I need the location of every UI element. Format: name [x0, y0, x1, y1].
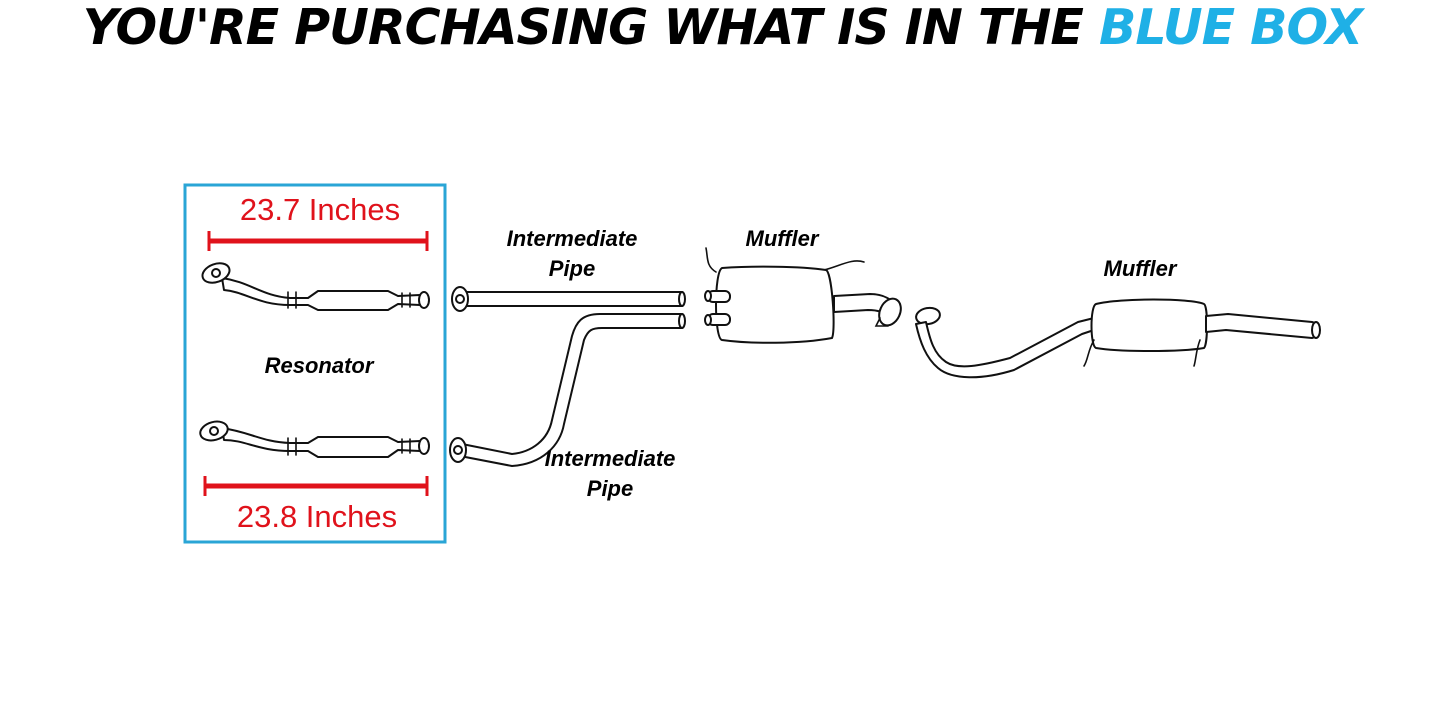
headline: YOU'RE PURCHASING WHAT IS IN THE BLUE BO… [0, 0, 1445, 60]
muffler-rear [915, 298, 1321, 379]
muffler-front [704, 247, 902, 344]
intermediate-pipe-upper [451, 286, 686, 312]
top-dimension-line [207, 231, 429, 251]
resonator-upper [201, 262, 430, 311]
intermediate-pipe-lower-label-line1: Intermediate [545, 446, 676, 471]
intermediate-pipe-upper-label-line1: Intermediate [507, 226, 638, 251]
resonator-label: Resonator [265, 353, 375, 378]
muffler-rear-label: Muffler [1104, 256, 1178, 281]
bottom-dimension-line [203, 476, 429, 496]
muffler-front-label: Muffler [746, 226, 820, 251]
top-dimension-label: 23.7 Inches [240, 192, 400, 227]
headline-highlight: BLUE BOX [1098, 0, 1363, 56]
intermediate-pipe-upper-label-line2: Pipe [549, 256, 595, 281]
selection-box [183, 183, 447, 544]
intermediate-pipe-lower [449, 313, 686, 467]
headline-text: YOU'RE PURCHASING WHAT IS IN THE [82, 0, 1099, 56]
bottom-dimension-label: 23.8 Inches [237, 499, 397, 534]
intermediate-pipe-lower-label-line2: Pipe [587, 476, 633, 501]
resonator-lower [199, 420, 430, 458]
